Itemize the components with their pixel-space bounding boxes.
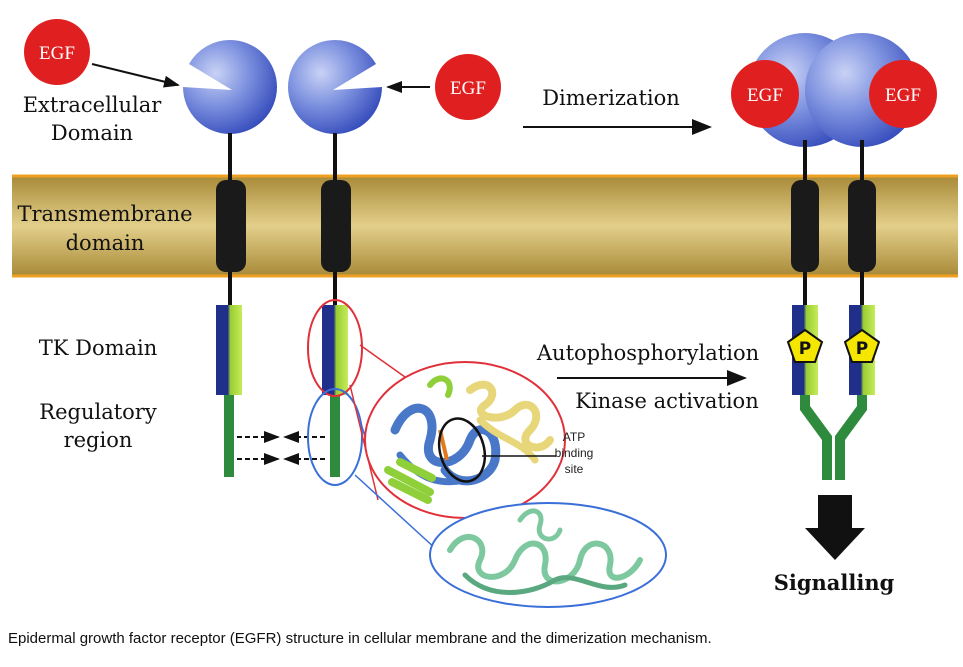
phosphate-right: P [843, 328, 881, 363]
dimerization-label: Dimerization [542, 86, 680, 110]
receptor-dimer: EGF EGF P P [731, 33, 937, 480]
egf-bound-left: EGF [731, 60, 799, 128]
autophosphorylation-label: Autophosphorylation [536, 341, 759, 365]
phosphate-label: P [799, 339, 811, 359]
regulatory-segment [224, 395, 234, 477]
signalling-label: Signalling [774, 570, 895, 595]
transmembrane-label-2: domain [66, 231, 145, 255]
extracellular-domain-shape [183, 40, 277, 134]
egf-label: EGF [747, 85, 783, 106]
atp-label-2: binding [555, 446, 594, 460]
phosphate-left: P [786, 328, 824, 363]
transmembrane-label: Transmembrane [17, 202, 192, 226]
regulatory-label: Regulatory [39, 400, 157, 424]
regulatory-structure-zoom [429, 502, 667, 608]
receptor-monomer-left [183, 40, 277, 477]
binding-arrow-left [91, 63, 180, 88]
egf-label: EGF [450, 78, 486, 99]
atp-label: ATP [563, 430, 585, 444]
signalling-arrow [805, 495, 865, 560]
egf-label: EGF [885, 85, 921, 106]
extracellular-label-2: Domain [51, 121, 133, 145]
tk-domain-highlight [307, 299, 363, 397]
tk-domain-segment [216, 305, 242, 395]
tk-domain-segment [322, 305, 348, 395]
regulatory-label-2: region [64, 428, 133, 452]
kinase-structure-zoom [364, 361, 566, 519]
kinase-activation-label: Kinase activation [575, 389, 758, 413]
transmembrane-segment [321, 180, 351, 272]
receptor-monomer-right [288, 40, 382, 477]
phosphate-label: P [856, 339, 868, 359]
tk-domain-label: TK Domain [39, 336, 158, 360]
egf-bound-right: EGF [869, 60, 937, 128]
egf-ligand-left: EGF [24, 19, 90, 85]
regulatory-interaction-arrows [237, 431, 325, 465]
transmembrane-segment [216, 180, 246, 272]
figure-caption: Epidermal growth factor receptor (EGFR) … [8, 630, 712, 647]
atp-label-3: site [565, 462, 584, 476]
egf-label: EGF [39, 43, 75, 64]
extracellular-label: Extracellular [23, 93, 163, 117]
atp-binding-site-marker [437, 417, 487, 483]
regulatory-segment [330, 395, 340, 477]
extracellular-domain-shape [288, 40, 382, 134]
egf-ligand-right: EGF [435, 54, 501, 120]
egfr-diagram: EGF EGF Extracellular Domain Transmembra… [12, 19, 958, 608]
